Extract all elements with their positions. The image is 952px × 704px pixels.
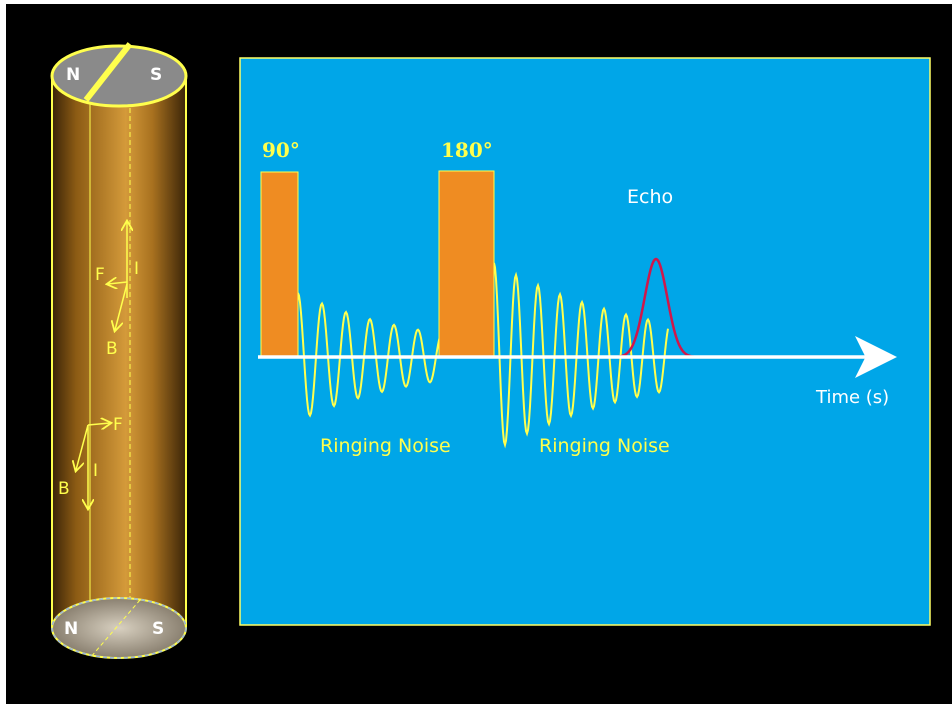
bottom-south-label: S	[152, 619, 164, 639]
lower-current-label: I	[93, 461, 98, 481]
time-axis-label: Time (s)	[815, 387, 889, 408]
pulse-panel	[239, 57, 931, 626]
top-north-label: N	[66, 65, 80, 85]
top-cap-divider	[83, 42, 133, 102]
lower-force-label: F	[113, 415, 123, 435]
force-arrow-left	[108, 282, 128, 284]
pulse-90	[260, 171, 299, 357]
pulse-180-label: 180°	[441, 138, 493, 162]
ringing-noise-trace-1	[297, 292, 441, 418]
ringing-noise-trace-2	[493, 262, 669, 449]
bottom-north-label: N	[64, 619, 78, 639]
ringing-noise-label-2: Ringing Noise	[539, 435, 670, 457]
upper-force-label: F	[95, 265, 105, 285]
lower-vector-triad: I F B	[58, 415, 123, 508]
top-south-label: S	[150, 65, 162, 85]
field-arrow-down-left	[76, 424, 89, 470]
field-arrow-down	[115, 283, 128, 330]
top-cap	[50, 44, 188, 108]
ringing-noise-label-1: Ringing Noise	[320, 435, 451, 457]
echo-pulse	[617, 257, 695, 358]
magnet-rod: N S N S	[50, 42, 188, 659]
force-arrow-right	[87, 423, 110, 425]
echo-label: Echo	[627, 186, 673, 208]
upper-vector-triad: I F B	[95, 222, 139, 359]
upper-current-label: I	[134, 259, 139, 279]
upper-field-label: B	[106, 339, 118, 359]
pulse-90-label: 90°	[262, 138, 300, 162]
lower-field-label: B	[58, 479, 70, 499]
pulse-180	[438, 170, 495, 357]
